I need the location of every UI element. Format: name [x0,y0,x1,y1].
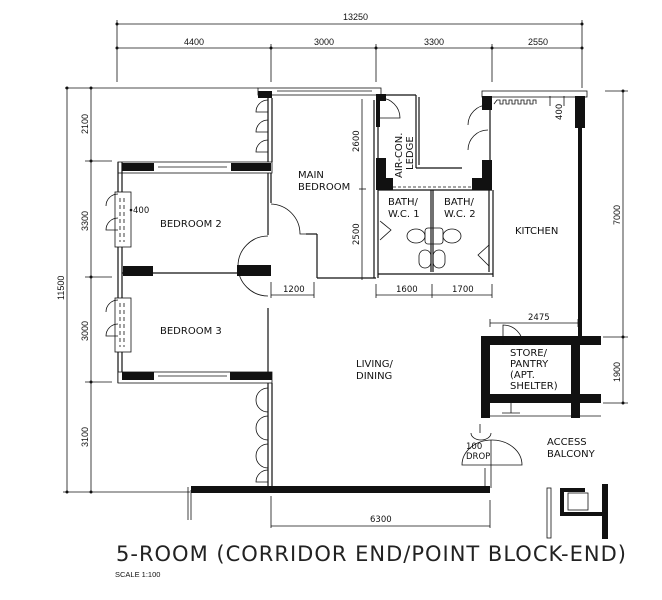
label-bath1-1: BATH/ [388,197,419,208]
label-store-1: STORE/ [510,348,548,359]
label-bath2-1: BATH/ [444,197,475,208]
label-store-3: (APT. [510,370,535,381]
dim-store-width: 2475 [528,313,550,323]
room-labels: MAIN BEDROOM BEDROOM 2 BEDROOM 3 AIR-CON… [160,133,596,462]
label-drop-1: 100 [466,442,482,452]
label-access-balcony-1: ACCESS [547,437,587,448]
top-dimensions: 13250 4400 3000 3300 2550 [115,12,584,88]
dim-bedroom2-window: 400 [133,206,149,216]
label-bedroom-3: BEDROOM 3 [160,326,222,337]
dim-left-4: 3100 [80,427,90,447]
left-dimensions: 11500 2100 3300 3000 3100 [56,86,258,494]
internal-dimensions: 2600 2500 1600 1700 1200 6300 [270,130,493,528]
dim-entry-width: 1200 [283,285,305,295]
dim-overall-width: 13250 [343,12,368,22]
label-aircon-ledge-2: LEDGE [405,136,416,170]
dim-right-2: 1900 [612,362,622,382]
label-bedroom-2: BEDROOM 2 [160,219,222,230]
label-aircon-ledge-1: AIR-CON. [394,133,405,178]
label-bath1-2: W.C. 1 [388,209,420,220]
label-main-bedroom-1: MAIN [298,170,324,181]
dim-bath1-width: 1600 [396,285,418,295]
label-kitchen: KITCHEN [515,226,558,237]
dim-top-1: 4400 [184,37,204,47]
dim-bath2-width: 1700 [452,285,474,295]
label-bath2-2: W.C. 2 [444,209,476,220]
dim-living-width: 6300 [370,515,392,525]
walls: 400 [105,87,608,539]
label-living-dining-1: LIVING/ [356,359,394,370]
dim-top-2: 3000 [314,37,334,47]
label-main-bedroom-2: BEDROOM [298,182,350,193]
dim-bath-depth: 2500 [352,223,362,245]
label-living-dining-2: DINING [356,371,392,382]
label-store-4: SHELTER) [510,381,558,392]
dim-overall-height: 11500 [56,276,66,300]
right-dimensions: 7000 1900 [603,89,628,405]
dim-right-1: 7000 [612,205,622,225]
label-access-balcony-2: BALCONY [547,449,596,460]
label-store-2: PANTRY [510,359,549,370]
label-drop-2: DROP [466,452,490,462]
dim-kitchen-ledge: 400 [555,104,565,120]
dim-left-2: 3300 [80,211,90,231]
dim-top-3: 3300 [424,37,444,47]
dim-top-4: 2550 [528,37,548,47]
plan-scale: SCALE 1:100 [115,570,160,579]
dim-main-bedroom-depth: 2600 [352,130,362,152]
dim-left-3: 3000 [80,321,90,341]
dim-left-1: 2100 [80,114,90,134]
plan-title: 5-ROOM (CORRIDOR END/POINT BLOCK-END) [116,542,627,566]
